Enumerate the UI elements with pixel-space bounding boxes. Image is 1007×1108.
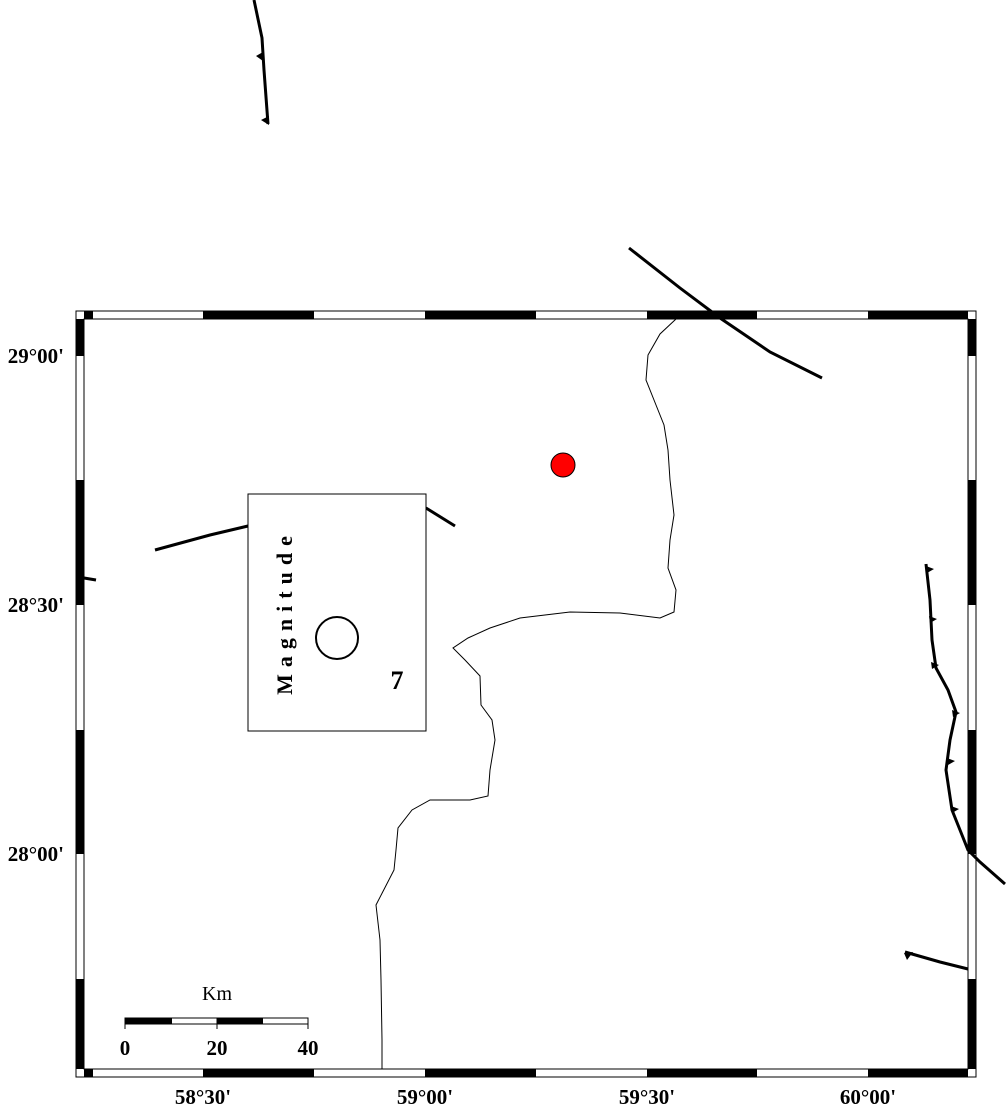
lon-label: 59°00': [397, 1085, 453, 1108]
magnitude-legend: Magnitude 7: [247, 493, 427, 732]
lat-label: 28°00': [8, 842, 64, 866]
scale-label: 20: [207, 1036, 228, 1060]
lon-label: 60°00': [840, 1085, 896, 1108]
fault-west-edge: [83, 576, 97, 582]
thrust-triangle-icon: [947, 758, 955, 765]
scale-unit: Km: [202, 983, 232, 1005]
fault-west-2: [425, 506, 456, 528]
fault-east: [924, 563, 1006, 886]
province-border: [375, 318, 677, 1069]
scale-label: 40: [298, 1036, 319, 1060]
epicenter-marker[interactable]: [550, 452, 576, 478]
thrust-triangle-icon: [904, 952, 913, 960]
legend-title: Magnitude: [272, 529, 297, 695]
scale-label: 0: [120, 1036, 131, 1060]
thrust-triangle-icon: [261, 116, 269, 125]
lat-label: 28°30': [8, 593, 64, 617]
thrust-triangle-icon: [952, 710, 960, 717]
fault-thrust-triangles: [256, 52, 960, 960]
faults: [83, 0, 1006, 971]
longitude-labels: 58°30' 59°00' 59°30' 60°00': [175, 1085, 896, 1108]
lon-label: 59°30': [619, 1085, 675, 1108]
scale-bar: Km 0 20 40: [120, 983, 319, 1060]
legend-magnitude-circle: [315, 616, 359, 660]
thrust-triangle-icon: [256, 52, 263, 61]
thrust-triangle-icon: [929, 616, 937, 623]
fault-southeast: [904, 950, 969, 971]
lon-label: 58°30': [175, 1085, 231, 1108]
lat-label: 29°00': [8, 344, 64, 368]
latitude-labels: 29°00' 28°30' 28°00': [8, 344, 64, 866]
fault-west: [154, 524, 249, 552]
thrust-triangle-icon: [931, 662, 939, 669]
legend-magnitude-value: 7: [391, 666, 404, 695]
map-frame: [75, 310, 977, 1078]
thrust-triangle-icon: [951, 806, 959, 813]
fault-north: [252, 0, 270, 125]
thrust-triangle-icon: [926, 566, 934, 573]
